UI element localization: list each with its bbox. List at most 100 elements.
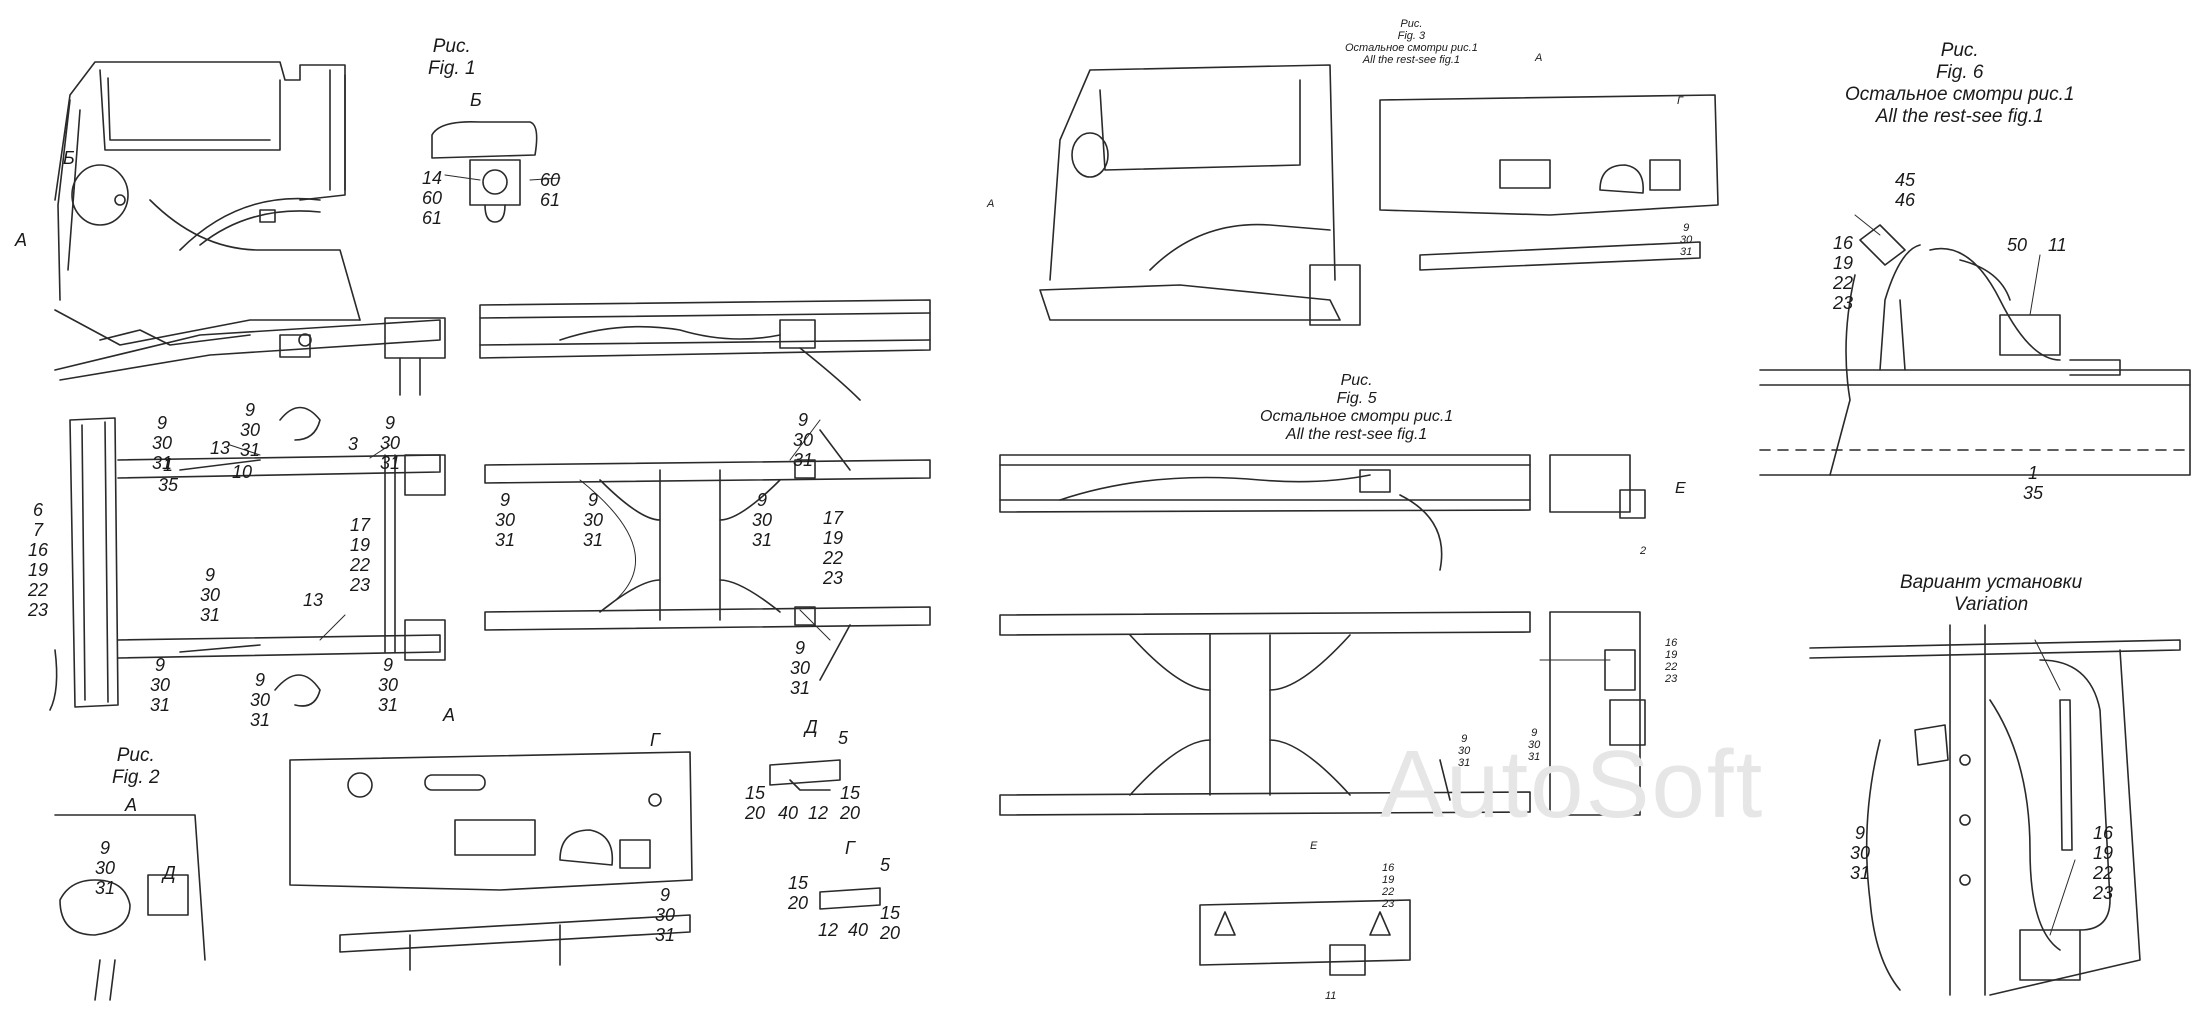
label: 31 (1528, 751, 1541, 763)
label: 22 (2093, 863, 2114, 883)
label: 9 (255, 670, 266, 690)
detail-d-12: 12 (808, 803, 829, 823)
label: 31 (1680, 246, 1693, 258)
label: 30 (250, 690, 271, 710)
label: 16 (1833, 233, 1854, 253)
label: 30 (752, 510, 773, 530)
fig1-top-a: 9 30 31 (152, 413, 172, 473)
fig2-cab-back (54, 814, 206, 1001)
label: 20 (880, 923, 901, 943)
label: 31 (378, 695, 399, 715)
fig5-caption-en: Fig. 5 (1336, 390, 1377, 407)
label: 9 (205, 565, 216, 585)
fig1-bot-b: 9 30 31 (250, 670, 270, 730)
fig1-cab-side-view (54, 61, 361, 346)
detail-d-g (769, 759, 881, 910)
label: 31 (380, 453, 401, 473)
fig2-right9: 9 30 31 (655, 885, 675, 945)
label: 31 (655, 925, 676, 945)
label: 30 (790, 658, 811, 678)
label: 9 (757, 490, 768, 510)
fig1r-m1: 9 30 31 (752, 490, 772, 550)
fig2-d-letter: Д (163, 863, 176, 883)
label: 22 (350, 555, 371, 575)
fig6-caption-en: Fig. 6 (1935, 62, 1984, 83)
label: 30 (200, 585, 221, 605)
label: 16 (1665, 637, 1678, 649)
label: 30 (240, 420, 261, 440)
label: 19 (350, 535, 371, 555)
label: 30 (378, 675, 399, 695)
label: 30 (1680, 234, 1693, 246)
fig1-top-b: 9 30 31 (240, 400, 260, 460)
fig5-e-letter: Е (1310, 840, 1318, 852)
fig1-mid-17: 17 19 22 23 (350, 515, 370, 595)
label: 23 (1382, 898, 1395, 910)
label: 19 (1833, 253, 1854, 273)
label: 9 (383, 655, 394, 675)
fig1-left-1-35: 1 35 (158, 455, 178, 495)
label: 9 (1683, 222, 1690, 234)
label: 16 (2093, 823, 2114, 843)
label: 9 (155, 655, 166, 675)
label: 1 (163, 455, 174, 475)
label: 35 (158, 475, 179, 495)
fig1-top-c: 9 30 31 (380, 413, 400, 473)
fig1-right-rail (479, 299, 931, 401)
label: 60 (422, 188, 443, 208)
fig3-cab-side (1039, 64, 1361, 326)
detail-d-right: 15 20 (840, 783, 860, 823)
fig1-inset-left-labels: 14 60 61 (422, 168, 442, 228)
label: 30 (1458, 745, 1471, 757)
label: 17 (823, 508, 844, 528)
fig5-label-11: 11 (1325, 990, 1337, 1002)
fig3-rest-ru: Остальное смотри рис.1 (1345, 42, 1478, 54)
label: 30 (655, 905, 676, 925)
label: 31 (495, 530, 516, 550)
fig2-view-a: А (125, 795, 138, 815)
label: 30 (95, 858, 116, 878)
fig1-caption: Рис. Fig. 1 (428, 36, 476, 80)
fig5-rail-top (999, 454, 1646, 571)
label: 30 (380, 433, 401, 453)
fig2-caption-ru: Рис. (116, 745, 155, 766)
fig5-caption-ru: Рис. (1340, 372, 1373, 389)
label: 31 (790, 678, 811, 698)
label: 9 (795, 638, 806, 658)
detail-d-title: Д (805, 717, 818, 737)
label: 23 (28, 600, 49, 620)
fig1-label-13a: 13 (210, 438, 231, 458)
fig3-caption: Рис. Fig. 3 Остальное смотри рис.1 All t… (1345, 18, 1478, 66)
detail-g-title: Г (845, 838, 855, 858)
fig2-caption: Рис. Fig. 2 (112, 745, 160, 789)
variation-l9: 9 30 31 (1850, 823, 1870, 883)
fig1-label-13b: 13 (303, 590, 324, 610)
label: 9 (385, 413, 396, 433)
fig2-g-arrow: Г (650, 730, 660, 750)
detail-g-40: 40 (848, 920, 869, 940)
label: 22 (1665, 661, 1678, 673)
fig1-inset-right-labels: 60 61 (540, 170, 560, 210)
fig6-tank-mount (1759, 224, 2191, 476)
fig1r-bot: 9 30 31 (790, 638, 810, 698)
label: 31 (152, 453, 173, 473)
label: 6 (33, 500, 44, 520)
label: 19 (823, 528, 844, 548)
label: 30 (1528, 739, 1541, 751)
label: 16 (28, 540, 49, 560)
variation-l16: 16 19 22 23 (2093, 823, 2113, 903)
label: 15 (745, 783, 766, 803)
variation-title-en: Variation (1953, 594, 2029, 615)
label: 22 (1382, 886, 1395, 898)
fig3-arrow-a: А (987, 198, 995, 210)
label: 19 (1665, 649, 1678, 661)
variation-title: Вариант установки Variation (1900, 572, 2082, 616)
fig5-e16: 16 19 22 23 (1382, 862, 1394, 910)
label: 31 (250, 710, 271, 730)
fig6-caption: Рис. Fig. 6 Остальное смотри рис.1 All t… (1845, 40, 2074, 128)
label: 9 (1855, 823, 1866, 843)
label: 20 (840, 803, 861, 823)
fig3-caption-en: Fig. 3 (1397, 30, 1426, 42)
fig1-label-b: Б (63, 148, 75, 168)
